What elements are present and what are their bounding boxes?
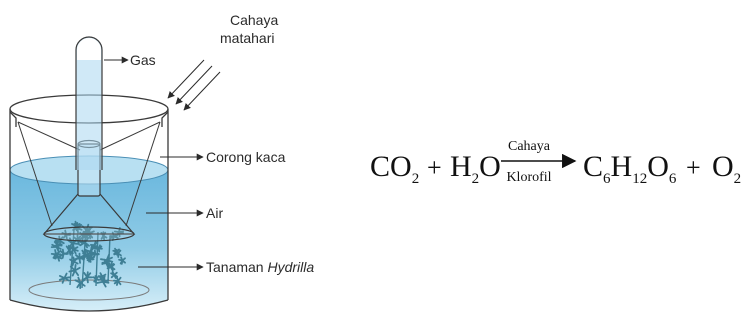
plant-label-species: Hydrilla — [267, 259, 314, 275]
test-tube — [75, 36, 103, 170]
sunlight-label-line1: Cahaya — [230, 12, 278, 28]
hydrilla-leaf-whorl — [74, 276, 86, 289]
plus-sign-1: + — [427, 153, 442, 182]
water-label: Air — [206, 205, 223, 221]
arrow-condition-top: Cahaya — [508, 139, 551, 154]
plus-sign-2: + — [686, 153, 701, 182]
plant-label: Tanaman Hydrilla — [206, 259, 314, 275]
support-wires — [17, 121, 161, 227]
label-arrows — [104, 56, 204, 271]
gas-label: Gas — [130, 52, 156, 68]
hydrilla-leaf-whorl — [69, 243, 79, 255]
funnel-label: Corong kaca — [206, 149, 286, 165]
reactant-co2: CO2 — [370, 150, 419, 187]
hydrilla-leaf-whorl — [94, 244, 103, 253]
photosynthesis-equation: CO2 + H2O Cahaya Klorofil C6H12O6 + O2 — [370, 139, 741, 187]
hydrilla-leaf-whorl — [92, 275, 100, 283]
hydrilla-leaf-whorl — [118, 256, 126, 265]
sunlight-rays — [167, 59, 221, 111]
product-glucose: C6H12O6 — [583, 150, 677, 187]
hydrilla-leaf-whorl — [109, 231, 119, 241]
hydrilla-leaf-whorl — [113, 276, 122, 286]
hydrilla-leaf-whorl — [106, 262, 115, 271]
reactant-h2o: H2O — [450, 150, 501, 187]
hydrilla-leaf-whorl — [96, 275, 110, 288]
arrow-condition-bottom: Klorofil — [506, 170, 551, 185]
hydrilla-leaf-whorl — [54, 235, 65, 247]
hydrilla-plant — [50, 220, 126, 289]
apparatus: Gas Cahaya matahari Corong kaca Air Tana… — [9, 12, 314, 312]
hydrilla-leaf-whorl — [100, 253, 114, 267]
hydrilla-leaf-whorl — [112, 247, 120, 256]
product-o2: O2 — [712, 150, 741, 187]
hydrilla-leaf-whorl — [50, 241, 62, 253]
hydrilla-leaf-whorl — [58, 272, 71, 284]
hydrilla-leaf-whorl — [81, 249, 95, 263]
sunlight-label-line2: matahari — [220, 30, 274, 46]
hydrilla-leaf-whorl — [69, 256, 79, 267]
plant-label-prefix: Tanaman — [206, 259, 267, 275]
hydrilla-leaf-whorl — [50, 249, 62, 260]
hydrilla-leaf-whorl — [78, 230, 89, 243]
hydrilla-leaf-whorl — [81, 271, 94, 284]
hydrilla-leaf-whorl — [68, 264, 81, 277]
hydrilla-leaf-whorl — [110, 270, 119, 279]
